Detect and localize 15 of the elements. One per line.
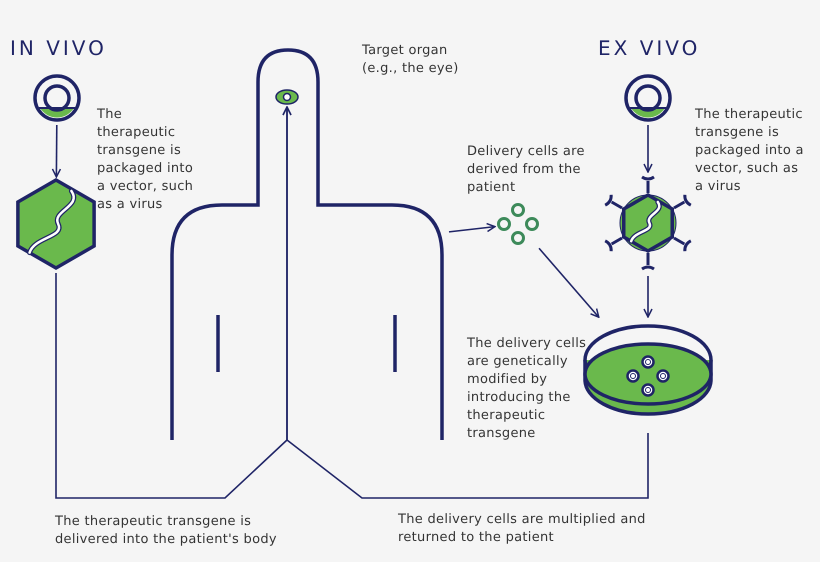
description-text: The therapeutic transgene is delivered into the patient's body xyxy=(55,513,278,549)
arrow xyxy=(282,106,649,499)
arrow xyxy=(52,125,62,178)
section-heading: IN VIVO xyxy=(10,36,107,60)
arrow xyxy=(643,276,653,318)
description-text: The delivery cells are multiplied and returned to the patient xyxy=(398,511,647,547)
arrow xyxy=(643,125,653,173)
description-text: The therapeutic transgene is packaged into a vector, such as a virus xyxy=(97,106,194,214)
caption-text: Delivery cells are derived from the patient xyxy=(467,143,585,197)
arrow xyxy=(538,248,600,318)
description-text: The delivery cells are genetically modified by introducing the therapeutic transgene xyxy=(467,335,587,443)
section-heading: EX VIVO xyxy=(598,36,700,60)
description-text: The therapeutic transgene is packaged into a vector, such as a virus xyxy=(695,106,805,196)
arrow xyxy=(448,222,496,233)
description-text: Target organ (e.g., the eye) xyxy=(362,42,460,78)
